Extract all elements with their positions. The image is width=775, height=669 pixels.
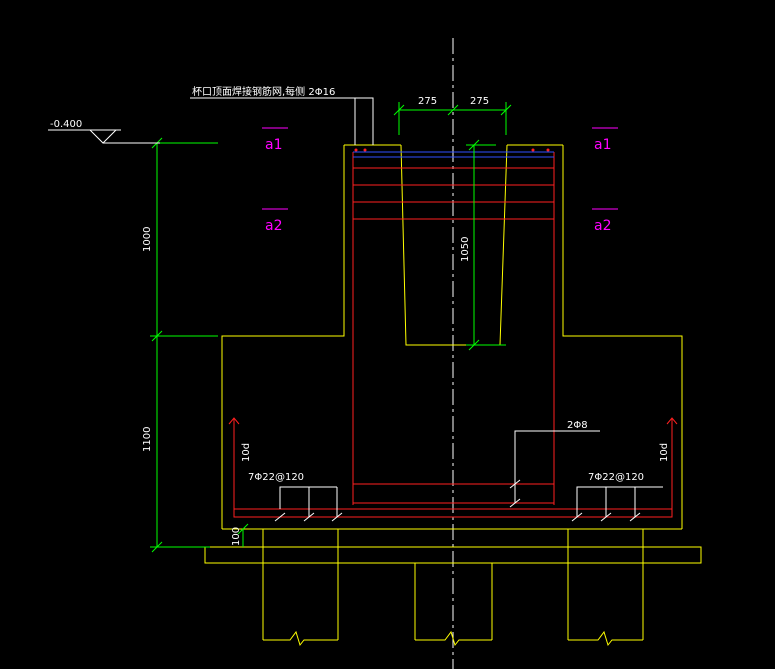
elevation-label: -0.400	[50, 119, 82, 130]
label-10d-left: 10d	[241, 443, 252, 462]
stirrup-leader	[514, 430, 600, 503]
label-10d-right: 10d	[659, 443, 670, 462]
section-a2-right: a2	[594, 218, 612, 234]
dim-1000: 1000	[142, 227, 153, 252]
bar-callout-right: 7Φ22@120	[571, 472, 663, 522]
elevation-marker: -0.400	[48, 119, 160, 144]
cushion-layer	[204, 546, 702, 564]
dim-1050: 1050	[460, 237, 471, 262]
section-a1-right: a1	[594, 137, 612, 153]
rebar-column	[352, 152, 555, 505]
rebar-base	[228, 417, 678, 518]
piles	[262, 528, 644, 647]
dim-top-right: 275	[470, 96, 489, 107]
cup-mesh	[353, 148, 554, 158]
cup-note-leader	[190, 97, 374, 145]
dim-1100: 1100	[142, 427, 153, 452]
section-marks: a1 a1 a2 a2	[262, 127, 618, 234]
cup-opening-outline	[400, 144, 508, 346]
dim-100: 100	[231, 527, 242, 546]
section-a2-left: a2	[265, 218, 283, 234]
dim-top-left: 275	[418, 96, 437, 107]
section-a1-left: a1	[265, 137, 283, 153]
bar-callout-left: 7Φ22@120	[248, 472, 343, 522]
bar-label-right: 7Φ22@120	[588, 472, 644, 483]
dimension-lines	[150, 102, 512, 553]
stirrup-label: 2Φ8	[567, 420, 588, 431]
bar-label-left: 7Φ22@120	[248, 472, 304, 483]
cup-note-label: 杯口顶面焊接钢筋网,每侧 2Φ16	[192, 85, 335, 98]
